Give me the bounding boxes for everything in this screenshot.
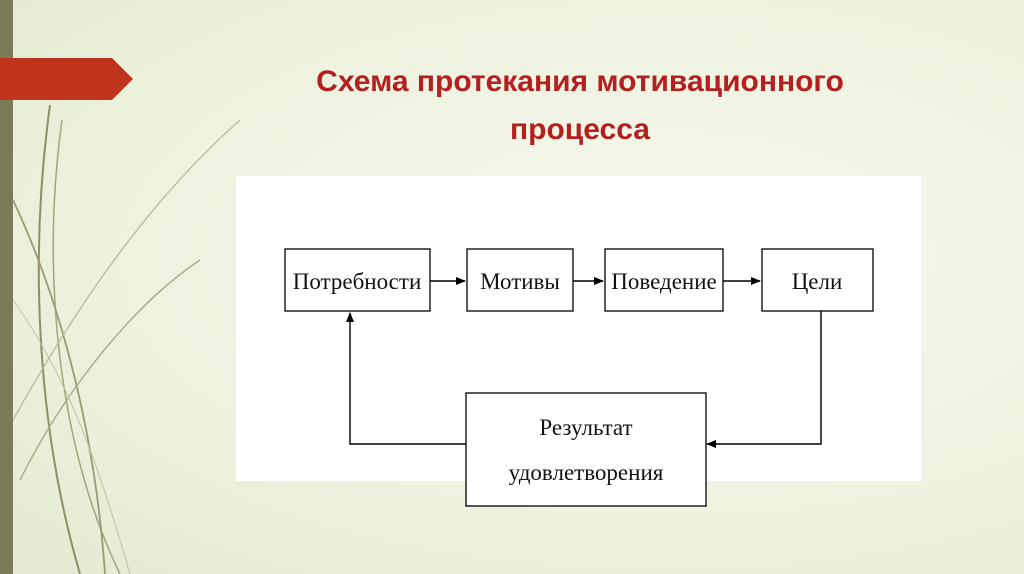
node-motives-label: Мотивы [480,269,560,294]
node-goals-label: Цели [792,269,843,294]
node-behavior: Поведение [604,248,724,312]
node-result-label-line2: удовлетворения [509,460,664,485]
node-result: Результат удовлетворения [465,392,707,507]
title-accent-tab [0,58,133,100]
node-needs-label: Потребности [293,269,422,294]
decorative-grass-lines [12,104,241,574]
title-line-2: процесса [510,113,650,146]
node-result-label-line1: Результат [539,415,632,440]
node-goals: Цели [761,248,874,312]
left-decor-bar [0,0,13,574]
edge-result-to-needs [346,312,466,445]
page-title: Схема протекания мотивационного процесса [230,58,930,154]
node-motives: Мотивы [466,248,574,312]
edge-goals-to-result [706,311,822,448]
node-needs: Потребности [284,248,431,312]
node-behavior-label: Поведение [611,269,716,294]
title-line-1: Схема протекания мотивационного [316,65,844,98]
